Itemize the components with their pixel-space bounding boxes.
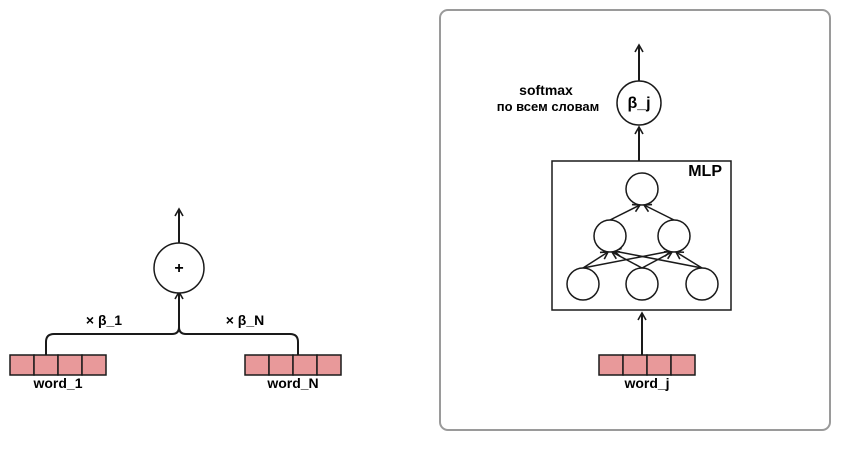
mlp-hidden-neuron xyxy=(657,219,691,253)
word-1-label: word_1 xyxy=(32,375,82,391)
word-j-label: word_j xyxy=(623,375,669,391)
mlp-output-neuron xyxy=(625,172,659,206)
weight-beta-1-label: × β_1 xyxy=(86,312,122,328)
mlp-hidden-neuron xyxy=(593,219,627,253)
mlp-edges-hidden-output xyxy=(609,203,675,221)
right-diagram: word_j MLP xyxy=(497,43,732,391)
sum-symbol: + xyxy=(174,260,183,277)
word-n-vector xyxy=(244,354,342,376)
mlp-input-neuron xyxy=(566,267,600,301)
word-n-label: word_N xyxy=(266,375,318,391)
weight-beta-n-label: × β_N xyxy=(226,312,265,328)
softmax-label: softmax xyxy=(519,82,573,98)
mlp-input-neuron xyxy=(625,267,659,301)
word-1-vector xyxy=(9,354,107,376)
mlp-edges-input-hidden xyxy=(582,247,703,269)
mlp-input-neuron xyxy=(685,267,719,301)
softmax-scope-label: по всем словам xyxy=(497,99,600,114)
left-diagram: word_1 word_N × β_1 × β_N + xyxy=(9,207,342,391)
connector-word-n xyxy=(178,326,299,355)
beta-j-label: β_j xyxy=(627,95,650,112)
mlp-label: MLP xyxy=(688,163,722,180)
mlp-neurons xyxy=(566,172,719,301)
word-j-vector xyxy=(598,354,696,376)
